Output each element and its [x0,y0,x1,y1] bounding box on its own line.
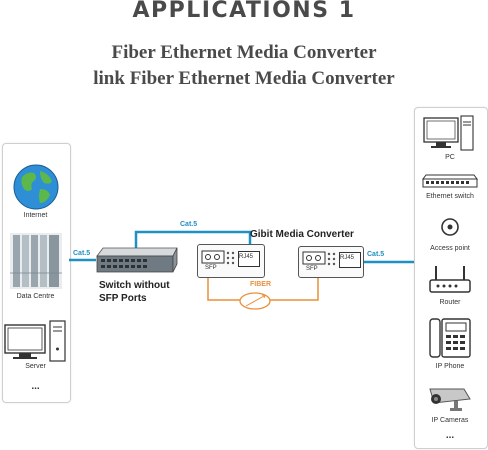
rj45-port-icon [238,251,260,267]
sfp-port-icon [302,251,326,265]
globe-icon [12,163,60,211]
ip-phone-icon [428,317,472,359]
access-point-icon [440,217,460,237]
fiber-label: FIBER [250,281,271,288]
cable-top-line [134,230,252,248]
ethernet-switch-icon [422,173,478,189]
status-leds-icon [226,251,236,267]
switch-device [95,246,179,274]
label-router: Router [439,299,461,306]
label-server: Server [25,363,46,370]
sfp-port-icon [201,250,225,264]
ip-camera-icon [424,385,474,413]
label-internet: Internet [23,212,48,219]
sfp-label-1: SFP [205,265,217,271]
cable-label-top: Cat.5 [180,221,198,228]
label-ip-cameras: IP Cameras [431,417,469,424]
sfp-label-2: SFP [306,266,318,272]
router-icon [428,264,472,296]
cable-label-left: Cat.5 [73,250,91,257]
right-more-indicator: ... [445,430,455,441]
page-title: APPLICATIONS 1 [132,0,356,23]
left-more-indicator: ... [31,381,40,392]
status-leds-icon [327,252,337,268]
label-pc: PC [445,154,455,161]
label-ethernet-switch: Ethernet switch [426,193,474,200]
media-converter-1: RJ45 SFP [197,244,265,278]
converter-label: Gibit Media Converter [250,229,354,240]
label-data-centre: Data Centre [16,293,55,300]
rj45-label-1: RJ45 [239,254,254,260]
rj45-label-2: RJ45 [340,255,355,261]
desktop-tower-icon [4,319,66,363]
fiber-coil-icon [238,291,272,311]
label-access-point: Access point [430,245,470,252]
media-converter-2: RJ45 SFP [298,246,364,278]
server-rack-icon [10,233,62,289]
rj45-port-icon [339,252,361,268]
subtitle-line-2: link Fiber Ethernet Media Converter [93,68,395,89]
desktop-pc-icon [423,115,475,152]
switch-label-line-1: Switch without [99,280,170,291]
switch-label-line-2: SFP Ports [99,293,147,304]
label-ip-phone: IP Phone [435,363,465,370]
cable-label-right: Cat.5 [367,251,385,258]
subtitle-line-1: Fiber Ethernet Media Converter [111,42,377,63]
